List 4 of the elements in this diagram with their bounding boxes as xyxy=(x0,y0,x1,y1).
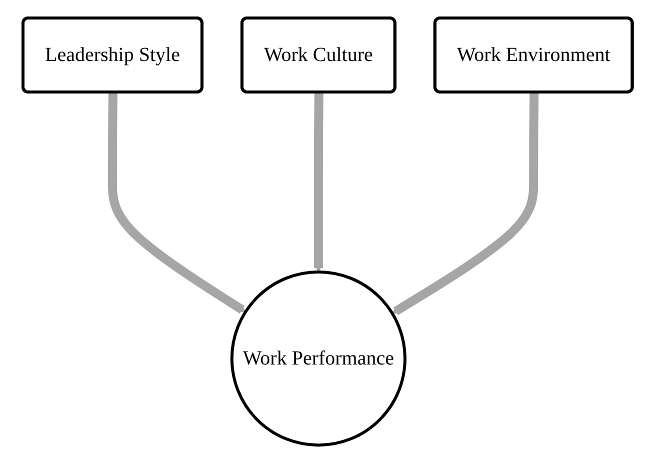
arrow xyxy=(392,92,538,316)
arrow xyxy=(314,92,324,273)
arrow xyxy=(108,92,246,314)
node-circle: Work Performance xyxy=(230,270,406,448)
